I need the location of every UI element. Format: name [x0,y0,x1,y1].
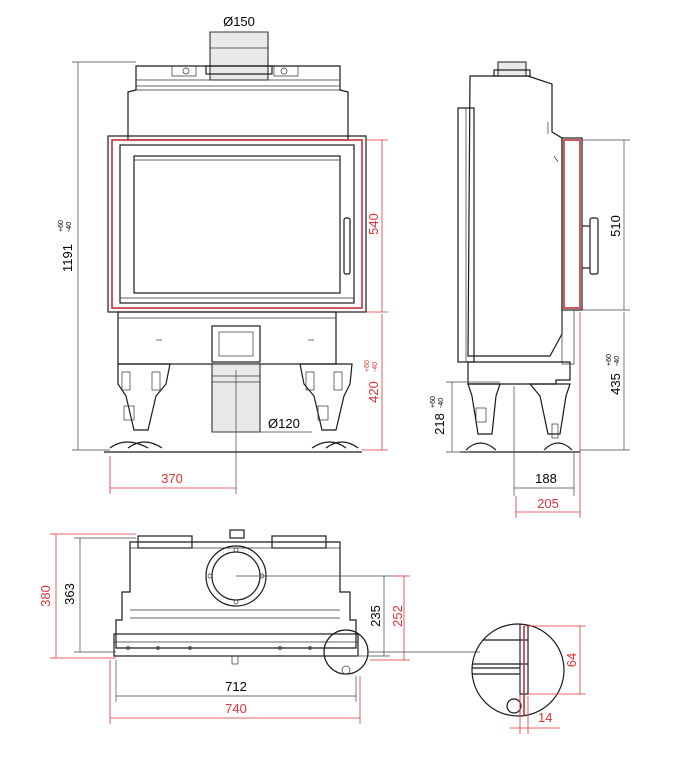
base-height-tol-minus: -40 [372,362,379,372]
glass-panel [133,155,341,294]
frame-depth-label: 14 [538,710,552,725]
depth-to-legs-label: 188 [535,471,557,486]
depth-total-label: 380 [38,585,53,607]
flue-center-label: 235 [368,605,383,627]
leg-height-label: 218 [432,413,447,435]
depth-body-label: 363 [62,583,77,605]
door-bottom-tol-plus: +60 [606,354,613,366]
height-total-tol-plus: +60 [58,220,65,232]
detail-circle [471,623,565,717]
leg-height-tol-minus: -40 [438,398,445,408]
side-leg-front [528,383,571,435]
door-bottom-height-label: 435 [608,373,623,395]
glass-height-label: 540 [366,213,381,235]
leg-left [117,363,171,431]
height-total-tol-minus: -40 [66,222,73,232]
leg-right [299,363,353,431]
detail-marker-circle [323,629,369,675]
base-height-tol-plus: +60 [364,360,371,372]
air-inlet-diameter-label: Ø120 [268,416,300,431]
front-view: Ø150 1191 +60 -40 540 420 +60 -40 Ø120 [58,14,388,494]
flue-diameter-label: Ø150 [223,14,255,29]
height-total-label: 1191 [60,244,75,272]
base-height-label: 420 [366,381,381,403]
foot-left [109,441,149,449]
door-frame [107,135,367,313]
leg-height-tol-plus: +60 [430,396,437,408]
side-handle [589,217,599,275]
frame-height-label: 64 [564,653,579,667]
width-body-label: 712 [225,679,247,694]
top-front-frame [113,633,359,657]
side-flue-collar [497,61,527,77]
inlet-offset-label: 370 [161,471,183,486]
door-bottom-tol-minus: -40 [614,356,621,366]
flue-center-red-label: 252 [390,605,405,627]
door-height-label: 510 [608,215,623,237]
door-frame-red [111,139,363,309]
air-box [211,325,261,363]
door-handle [343,217,351,275]
detail-view: 64 14 [471,623,586,734]
depth-to-front-label: 205 [537,496,559,511]
width-total-label: 740 [225,701,247,716]
side-view: 510 435 +60 -40 218 +60 -40 188 205 [430,61,630,518]
side-body [467,75,563,357]
side-door-frame [563,139,581,309]
top-body [115,541,357,649]
top-view: 380 363 235 252 712 740 [38,529,480,724]
flue-collar [209,31,269,81]
foot-right [311,441,347,449]
side-leg-back [467,383,501,435]
